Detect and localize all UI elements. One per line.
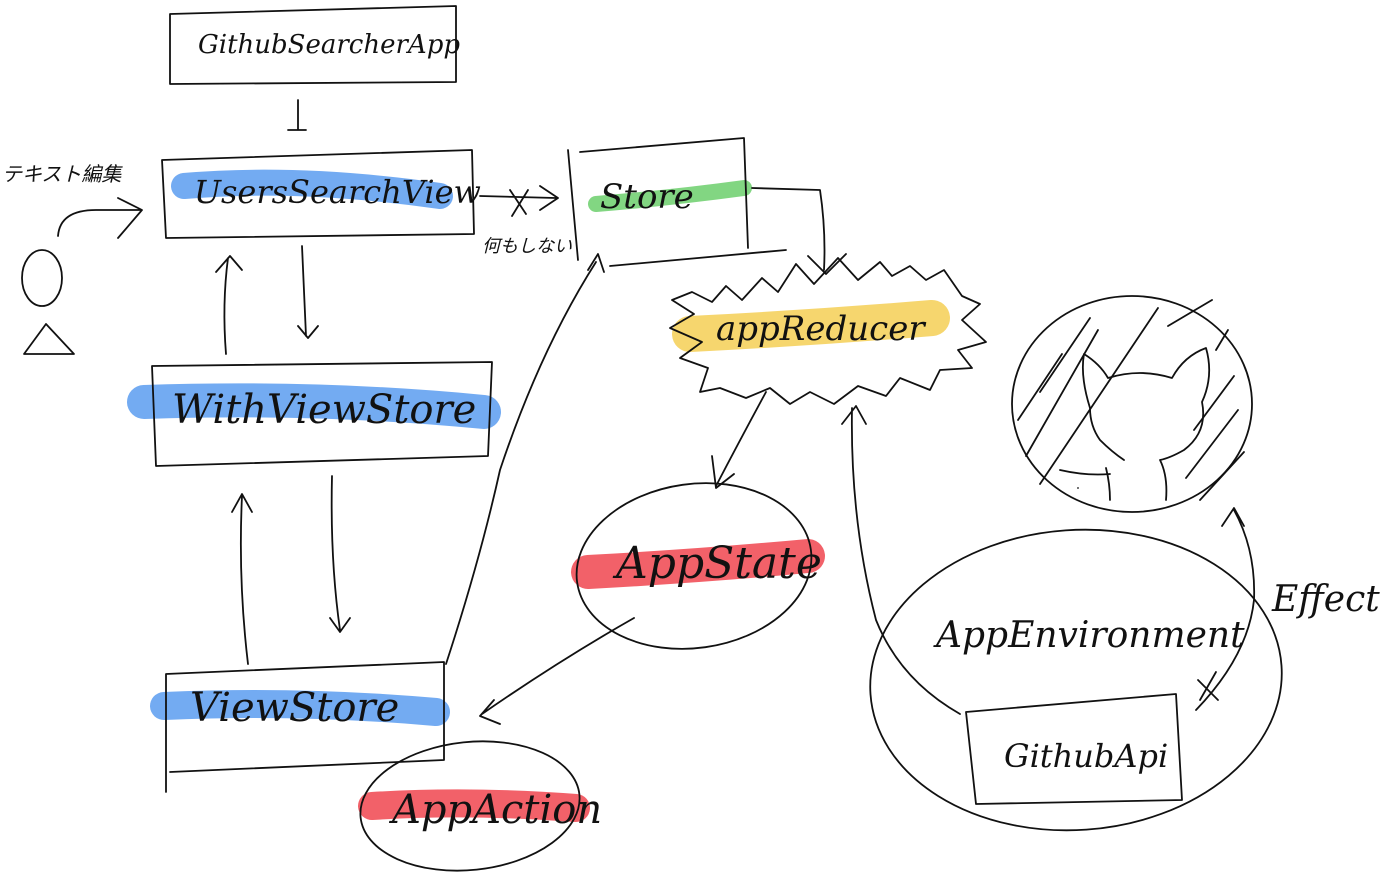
with-view-store-label: WithViewStore (172, 387, 477, 433)
highlight-view-store (150, 690, 450, 726)
users-search-view-label: UsersSearchView (194, 173, 481, 211)
highlight-store (588, 180, 752, 212)
store-label: Store (600, 177, 694, 217)
with-view-store-box (151, 361, 493, 467)
highlight-users-search-view (171, 169, 453, 209)
highlight-with-view-store (127, 383, 501, 429)
arrow-store-to-reducer (751, 187, 847, 275)
arrow-state-to-action (479, 617, 635, 725)
arrow-environment-to-reducer (841, 405, 961, 715)
app-state-ellipse (575, 482, 813, 650)
arrow-github-to-api (1197, 671, 1219, 701)
highlight-app-reducer (672, 300, 950, 352)
app-state-label: AppState (616, 538, 822, 589)
nothing-label: 何もしない (482, 236, 572, 257)
app-reducer-label: appReducer (716, 309, 925, 349)
highlight-app-state (571, 539, 825, 589)
arrow-api-to-github (1195, 507, 1256, 711)
app-action-label: AppAction (392, 787, 603, 833)
arrow-view-to-store (479, 185, 559, 217)
view-store-box (165, 661, 445, 793)
app-action-ellipse (359, 740, 581, 872)
arrow-reducer-to-state (711, 391, 767, 489)
arrow-app-to-view (287, 99, 307, 131)
arrow-withviewstore-to-view (215, 255, 243, 355)
arrow-viewstore-to-store (445, 253, 605, 665)
effect-label: Effect (1272, 579, 1380, 620)
app-label: GithubSearcherApp (198, 30, 460, 60)
github-api-label: GithubApi (1004, 737, 1169, 775)
app-box (169, 5, 457, 85)
text-input-label: テキスト編集 (2, 162, 122, 186)
app-environment-ellipse (869, 528, 1283, 832)
app-environment-label: AppEnvironment (936, 615, 1245, 656)
users-search-view-box (161, 149, 475, 239)
arrow-withviewstore-to-viewstore (329, 475, 351, 633)
arrow-user-to-view (57, 197, 143, 239)
arrow-view-to-withviewstore (297, 245, 319, 339)
person-icon (21, 249, 75, 355)
store-box (567, 137, 787, 267)
github-octocat-icon (1011, 295, 1253, 513)
app-reducer-burst (669, 257, 987, 405)
arrow-viewstore-to-withviewstore (231, 493, 253, 665)
highlight-app-action (358, 789, 590, 822)
github-api-box (965, 693, 1183, 805)
view-store-label: ViewStore (190, 685, 400, 731)
